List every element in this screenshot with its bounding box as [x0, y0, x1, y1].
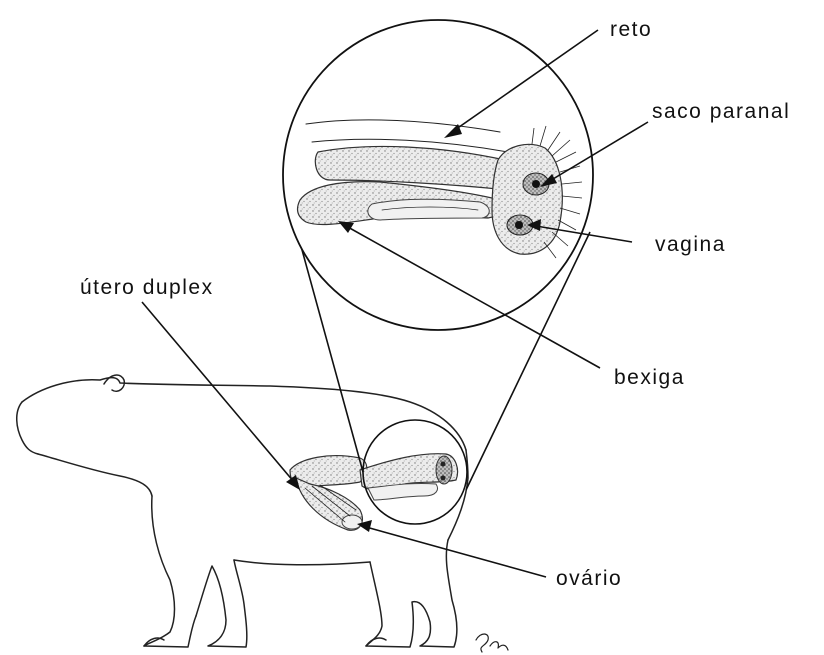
label-utero-duplex: útero duplex — [80, 276, 214, 299]
label-saco-paranal: saco paranal — [652, 100, 790, 123]
internal-organs-small — [290, 454, 458, 531]
label-ovario: ovário — [556, 567, 622, 590]
label-bexiga: bexiga — [614, 366, 685, 389]
leader-utero-duplex — [142, 302, 300, 490]
artist-signature — [476, 634, 508, 652]
label-vagina: vagina — [655, 233, 726, 256]
leader-ovario — [357, 520, 546, 577]
capybara-outline — [17, 375, 468, 647]
label-reto: reto — [610, 18, 652, 41]
